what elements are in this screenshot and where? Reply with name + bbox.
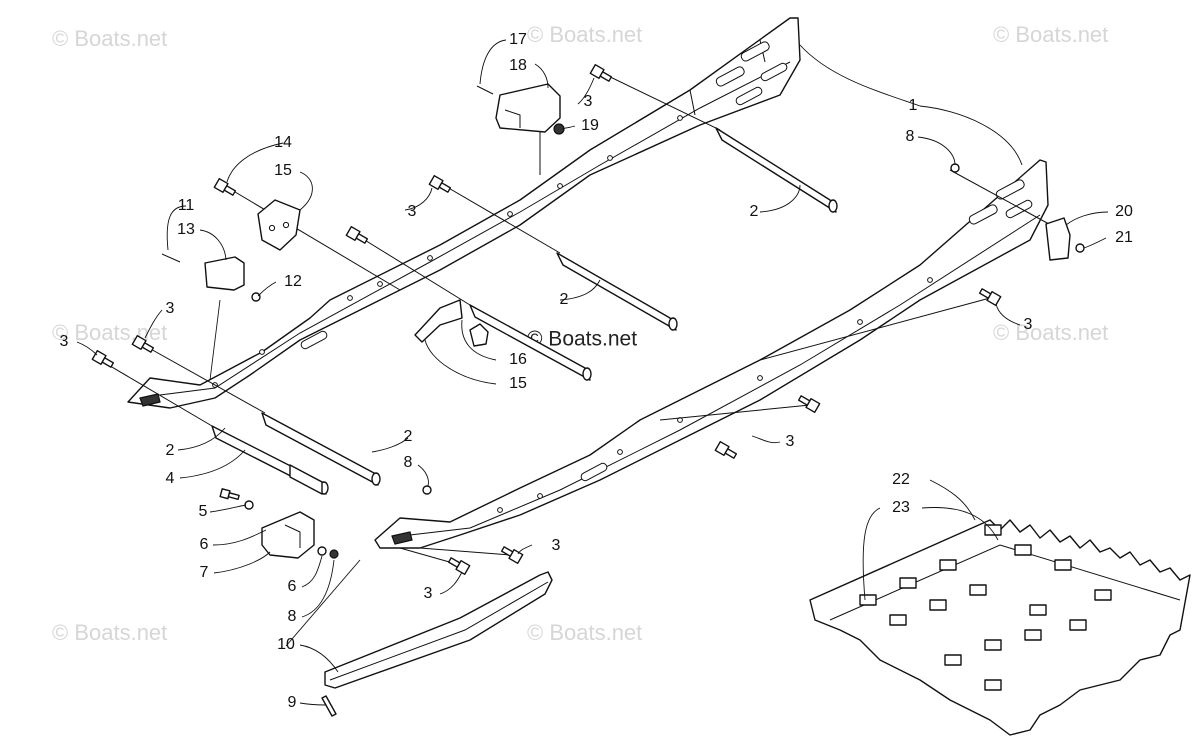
wear-bar bbox=[324, 571, 553, 689]
callout-11: 11 bbox=[178, 197, 195, 214]
callout-16: 16 bbox=[509, 351, 527, 368]
callout-2: 2 bbox=[560, 291, 569, 308]
callout-15: 15 bbox=[274, 162, 292, 179]
cross-shafts bbox=[211, 127, 838, 495]
track-clips bbox=[859, 524, 1112, 691]
watermark: © Boats.net bbox=[993, 22, 1108, 47]
callout-3: 3 bbox=[552, 537, 561, 554]
callout-22: 22 bbox=[892, 471, 910, 488]
callout-8: 8 bbox=[906, 128, 915, 145]
callout-18: 18 bbox=[509, 57, 527, 74]
callout-3: 3 bbox=[424, 585, 433, 602]
callout-7: 7 bbox=[200, 564, 209, 581]
callout-3: 3 bbox=[584, 93, 593, 110]
callout-3: 3 bbox=[408, 203, 417, 220]
callout-12: 12 bbox=[284, 273, 302, 290]
callout-15: 15 bbox=[509, 375, 527, 392]
drive-track bbox=[809, 519, 1191, 736]
bolts bbox=[91, 63, 1085, 717]
callout-23: 23 bbox=[892, 499, 910, 516]
callout-10: 10 bbox=[277, 636, 295, 653]
right-slide-rail bbox=[374, 159, 1049, 549]
callout-2: 2 bbox=[404, 428, 413, 445]
callout-3: 3 bbox=[786, 433, 795, 450]
screw-11 bbox=[161, 253, 181, 263]
callout-8: 8 bbox=[288, 608, 297, 625]
center-watermark: © Boats.net bbox=[527, 328, 637, 351]
left-slide-rail bbox=[127, 17, 801, 409]
callout-14: 14 bbox=[274, 134, 292, 151]
callout-labels: 1 2 2 2 2 3 3 3 3 3 3 3 3 4 5 6 6 7 8 8 … bbox=[60, 31, 1133, 711]
callout-2: 2 bbox=[166, 442, 175, 459]
callout-21: 21 bbox=[1115, 229, 1133, 246]
bolt-21 bbox=[1075, 243, 1085, 253]
watermark: © Boats.net bbox=[52, 26, 167, 51]
washers-nuts bbox=[244, 123, 960, 559]
leader-lines bbox=[76, 39, 1109, 706]
assembly-lines bbox=[99, 71, 1061, 566]
callout-3: 3 bbox=[60, 333, 69, 350]
watermark: © Boats.net bbox=[993, 320, 1108, 345]
shock-stop bbox=[261, 511, 315, 559]
callout-3: 3 bbox=[166, 300, 175, 317]
callout-1: 1 bbox=[909, 97, 918, 114]
callout-13: 13 bbox=[177, 221, 195, 238]
callout-19: 19 bbox=[581, 117, 599, 134]
callout-6: 6 bbox=[288, 578, 297, 595]
screw-17 bbox=[476, 85, 494, 95]
callout-9: 9 bbox=[288, 694, 297, 711]
callout-5: 5 bbox=[199, 503, 208, 520]
watermark: © Boats.net bbox=[527, 620, 642, 645]
rail-brackets bbox=[204, 83, 1071, 347]
callout-8: 8 bbox=[404, 454, 413, 471]
callout-4: 4 bbox=[166, 470, 175, 487]
callout-6: 6 bbox=[200, 536, 209, 553]
screw-9 bbox=[321, 695, 337, 717]
callout-17: 17 bbox=[509, 31, 527, 48]
callout-3: 3 bbox=[1024, 316, 1033, 333]
callout-20: 20 bbox=[1115, 203, 1133, 220]
watermark: © Boats.net bbox=[52, 620, 167, 645]
callout-2: 2 bbox=[750, 203, 759, 220]
watermark: © Boats.net bbox=[52, 320, 167, 345]
watermark: © Boats.net bbox=[527, 22, 642, 47]
